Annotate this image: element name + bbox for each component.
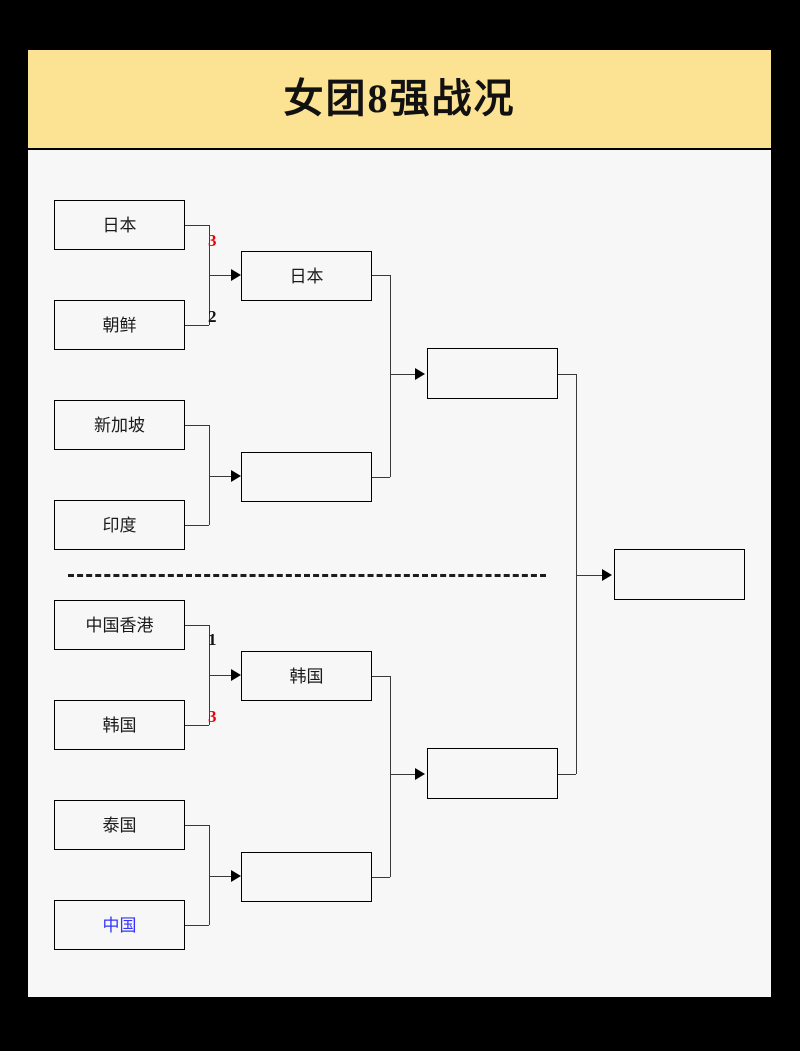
connector-line: [185, 625, 209, 626]
connector-line: [185, 825, 209, 826]
connector-line: [558, 774, 576, 775]
connector-line: [372, 477, 390, 478]
connector-line: [209, 675, 231, 676]
connector-line: [390, 676, 391, 877]
score-qf3-bottom: 3: [208, 707, 217, 726]
connector-arrow: [415, 368, 425, 380]
bracket-node-hongkong[interactable]: 中国香港: [54, 600, 185, 650]
connector-arrow: [231, 870, 241, 882]
connector-line: [576, 575, 602, 576]
connector-line: [185, 925, 209, 926]
team-label: 泰国: [102, 815, 137, 835]
connector-line: [390, 275, 391, 477]
connector-line: [372, 877, 390, 878]
connector-arrow: [415, 768, 425, 780]
bracket-node-semifinal-bottom[interactable]: [427, 748, 558, 799]
bracket-node-final[interactable]: [614, 549, 745, 600]
header-band: 女团8强战况: [28, 50, 771, 148]
team-label: 新加坡: [94, 415, 145, 435]
team-label: 中国香港: [85, 615, 154, 635]
score-qf3-top: 1: [208, 630, 217, 649]
bracket-node-thailand[interactable]: 泰国: [54, 800, 185, 850]
team-label: 印度: [102, 515, 137, 535]
connector-arrow: [602, 569, 612, 581]
team-label: 中国: [102, 915, 137, 935]
bracket-node-r2-bot2[interactable]: [241, 852, 372, 902]
team-label: 朝鲜: [102, 315, 137, 335]
connector-line: [185, 425, 209, 426]
bracket-node-dprk[interactable]: 朝鲜: [54, 300, 185, 350]
bracket-canvas: 日本 朝鲜 新加坡 印度 中国香港 韩国 泰国 中国 日本: [28, 150, 771, 997]
connector-arrow: [231, 269, 241, 281]
bracket-node-r2-top1[interactable]: 日本: [241, 251, 372, 301]
bracket-node-china[interactable]: 中国: [54, 900, 185, 950]
team-label: 韩国: [102, 715, 137, 735]
bracket-node-korea[interactable]: 韩国: [54, 700, 185, 750]
bracket-node-india[interactable]: 印度: [54, 500, 185, 550]
bracket-node-r2-top2[interactable]: [241, 452, 372, 502]
connector-line: [576, 374, 577, 774]
connector-line: [558, 374, 576, 375]
page-title: 女团8强战况: [283, 76, 516, 121]
connector-line: [209, 876, 231, 877]
bracket-node-japan[interactable]: 日本: [54, 200, 185, 250]
connector-line: [185, 225, 209, 226]
bracket-node-semifinal-top[interactable]: [427, 348, 558, 399]
connector-line: [372, 275, 390, 276]
connector-line: [209, 825, 210, 925]
connector-arrow: [231, 669, 241, 681]
connector-line: [209, 476, 231, 477]
connector-line: [372, 676, 390, 677]
connector-arrow: [231, 470, 241, 482]
bracket-half-divider: [68, 574, 546, 577]
team-label: 日本: [102, 215, 137, 235]
connector-line: [185, 525, 209, 526]
team-label: 韩国: [289, 666, 324, 686]
connector-line: [185, 325, 209, 326]
score-qf1-bottom: 2: [208, 307, 217, 326]
bracket-node-r2-bot1[interactable]: 韩国: [241, 651, 372, 701]
connector-line: [209, 425, 210, 525]
connector-line: [185, 725, 209, 726]
connector-line: [390, 774, 415, 775]
score-qf1-top: 3: [208, 231, 217, 250]
connector-line: [209, 275, 231, 276]
bracket-node-singapore[interactable]: 新加坡: [54, 400, 185, 450]
connector-line: [390, 374, 415, 375]
team-label: 日本: [289, 266, 324, 286]
